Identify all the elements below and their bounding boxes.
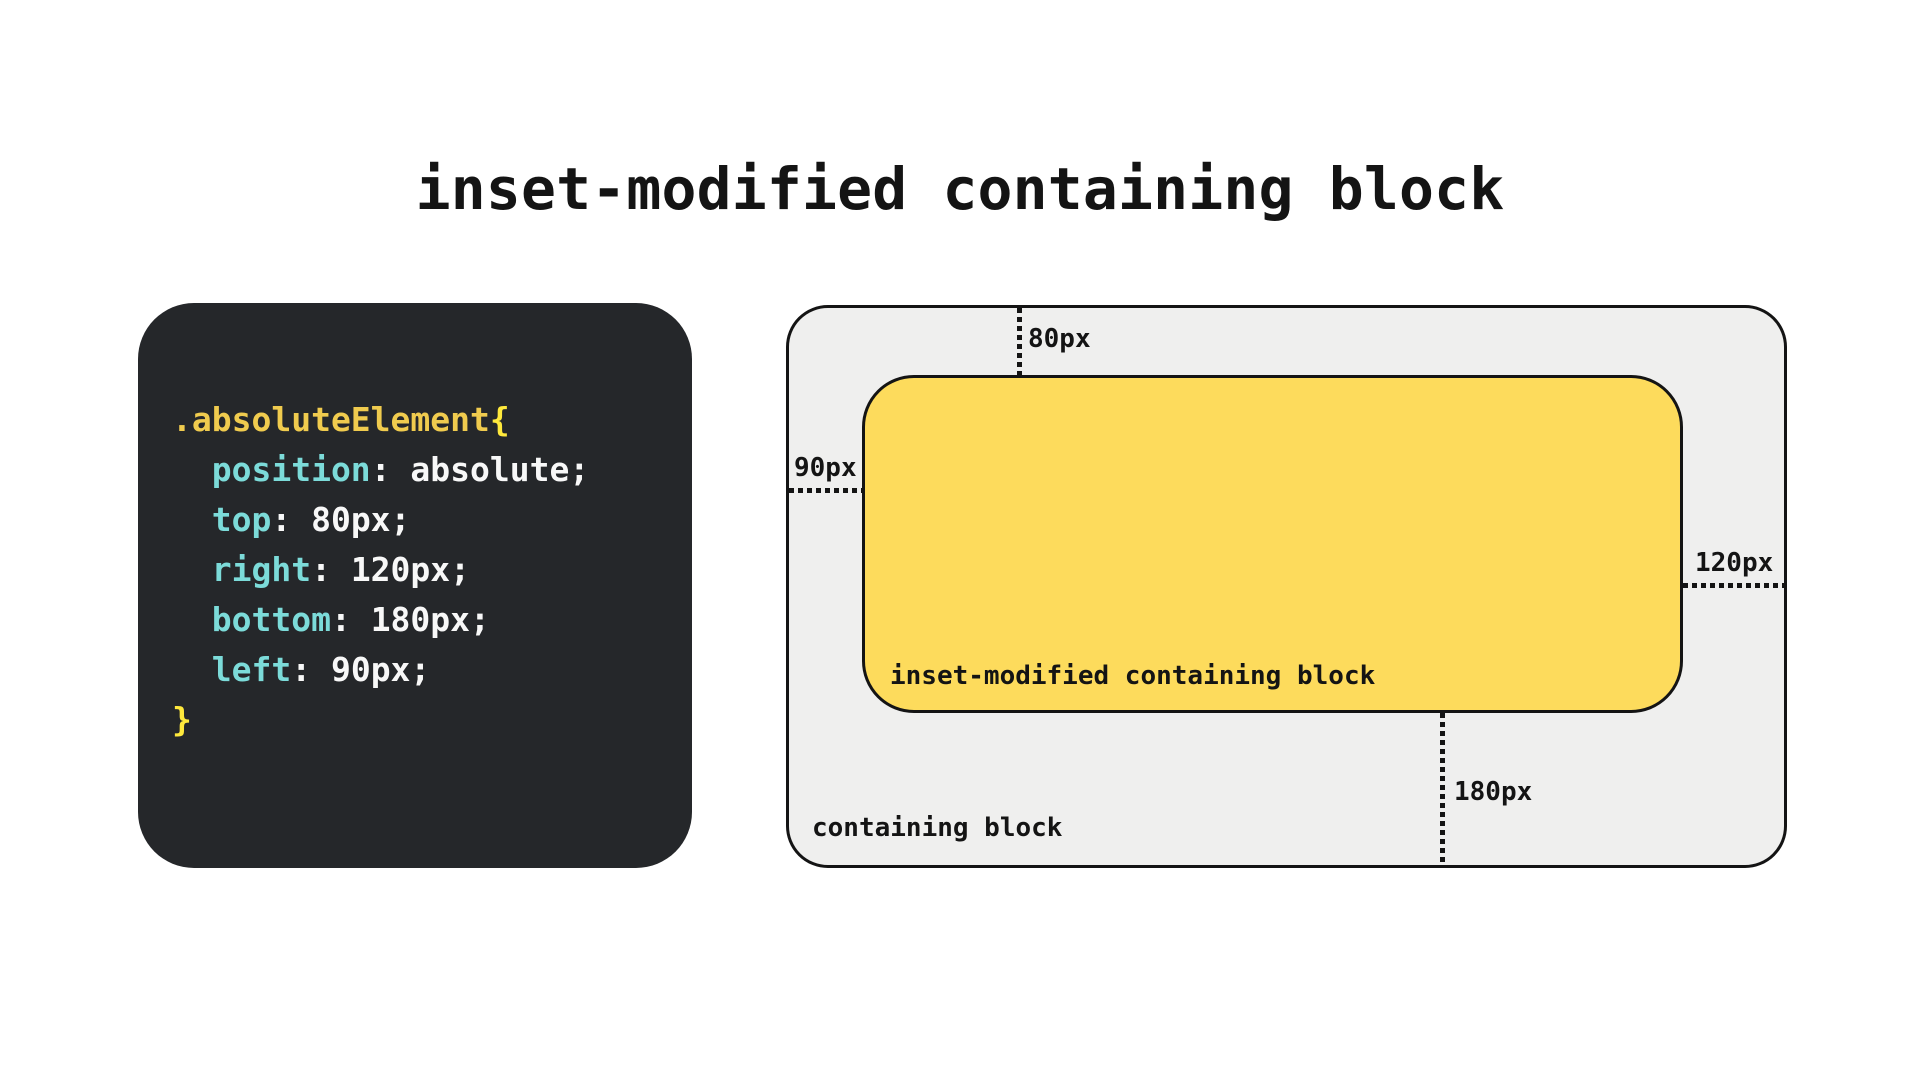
measure-line-top bbox=[1017, 308, 1022, 375]
page-title: inset-modified containing block bbox=[415, 154, 1505, 223]
inset-modified-containing-block bbox=[862, 375, 1683, 713]
code-token-close-brace: } bbox=[172, 700, 192, 739]
code-token-value: : 120px; bbox=[311, 550, 471, 589]
code-token-property: top bbox=[172, 500, 272, 539]
code-token-property: bottom bbox=[172, 600, 331, 639]
code-token-property: left bbox=[172, 650, 292, 689]
containing-block-label: containing block bbox=[812, 813, 1063, 843]
code-token-value: : 80px; bbox=[271, 500, 411, 539]
code-token-open-brace: { bbox=[489, 400, 510, 439]
measure-label-top: 80px bbox=[1028, 324, 1091, 354]
measure-label-left: 90px bbox=[794, 453, 857, 483]
code-line: bottom: 180px; bbox=[172, 595, 672, 645]
code-token-selector: .absoluteElement bbox=[172, 400, 490, 439]
code-line: left: 90px; bbox=[172, 645, 672, 695]
code-line: .absoluteElement{ bbox=[172, 395, 672, 445]
code-token-property: position bbox=[172, 450, 371, 489]
code-token-value: : absolute; bbox=[370, 450, 590, 489]
measure-line-bottom bbox=[1440, 713, 1445, 866]
inner-block-label: inset-modified containing block bbox=[890, 661, 1376, 691]
code-line: } bbox=[172, 695, 672, 745]
code-token-value: : 180px; bbox=[330, 600, 490, 639]
code-token-value: : 90px; bbox=[291, 650, 431, 689]
measure-label-right: 120px bbox=[1695, 548, 1774, 578]
measure-label-bottom: 180px bbox=[1454, 777, 1533, 807]
code-line: right: 120px; bbox=[172, 545, 672, 595]
code-token-property: right bbox=[172, 550, 312, 589]
measure-line-left bbox=[789, 488, 862, 493]
code-panel: .absoluteElement{ position: absolute; to… bbox=[138, 303, 692, 868]
measure-line-right bbox=[1683, 583, 1786, 588]
code-line: position: absolute; bbox=[172, 445, 672, 495]
code-line: top: 80px; bbox=[172, 495, 672, 545]
